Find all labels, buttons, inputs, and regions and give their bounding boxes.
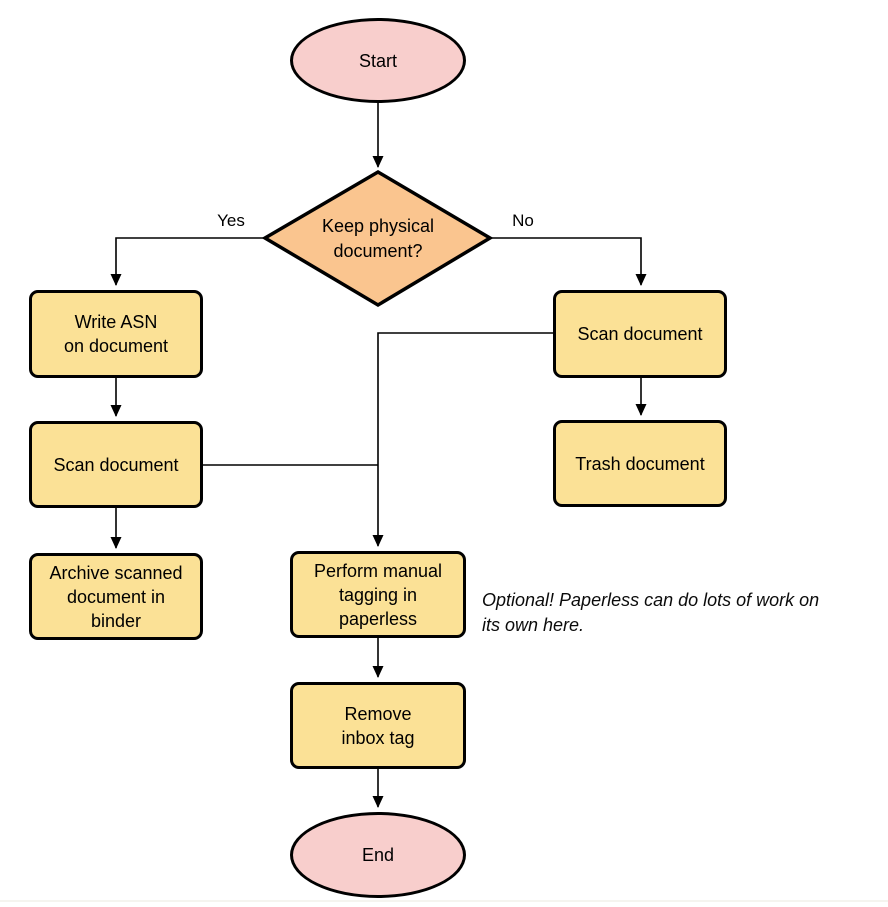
- scan-document-right-node: Scan document: [553, 290, 727, 378]
- scan-document-left-node: Scan document: [29, 421, 203, 508]
- end-label: End: [361, 845, 395, 865]
- start-node: Start: [290, 18, 466, 103]
- edge-label-no: No: [512, 211, 534, 230]
- archive-label: Archive scanned document in binder: [49, 562, 183, 631]
- trash-document-node: Trash document: [553, 420, 727, 507]
- trash-document-label: Trash document: [575, 453, 705, 474]
- decision-shape: [261, 169, 494, 308]
- end-node: End: [290, 812, 466, 898]
- archive-node: Archive scanned document in binder: [29, 553, 203, 640]
- start-label: Start: [358, 50, 397, 71]
- optional-annotation: Optional! Paperless can do lots of work …: [482, 590, 820, 635]
- remove-inbox-tag-node: Remove inbox tag: [290, 682, 466, 769]
- scan-document-left-label: Scan document: [53, 454, 179, 475]
- edge-decision-yes-to-write-asn: [110, 237, 265, 286]
- edge-decision-no-to-scan-right: [490, 237, 647, 286]
- edge-label-yes: Yes: [217, 211, 245, 230]
- edge-scan-right-to-tagging: [372, 332, 553, 547]
- write-asn-label: Write ASN on document: [63, 312, 169, 356]
- bottom-divider: [0, 900, 888, 902]
- manual-tagging-label: Perform manual tagging in paperless: [313, 560, 443, 629]
- scan-document-right-label: Scan document: [577, 324, 703, 344]
- write-asn-node: Write ASN on document: [29, 290, 203, 378]
- manual-tagging-node: Perform manual tagging in paperless: [290, 551, 466, 638]
- remove-inbox-tag-label: Remove inbox tag: [341, 703, 415, 748]
